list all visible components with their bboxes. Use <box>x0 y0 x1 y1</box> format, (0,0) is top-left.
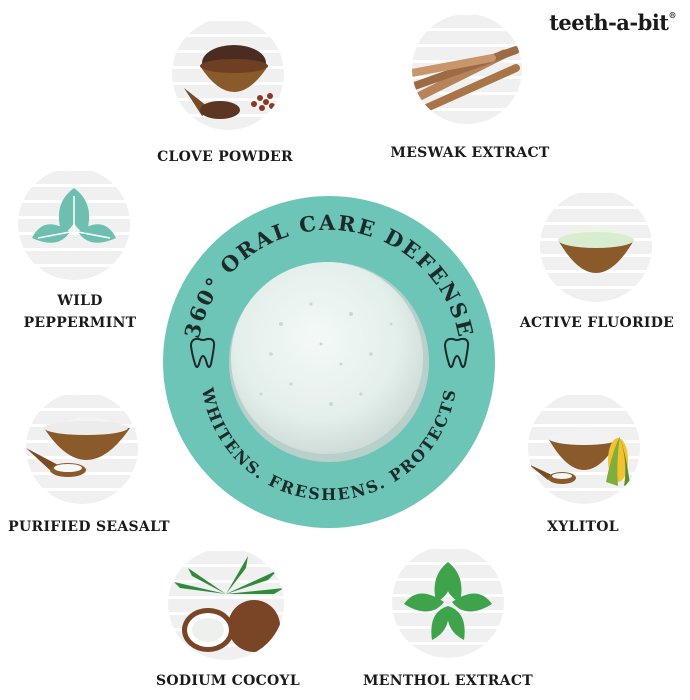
label-xylitol: XYLITOL <box>547 519 619 535</box>
label-active-fluoride: ACTIVE FLUORIDE <box>519 315 675 331</box>
label-menthol-extract: MENTHOL EXTRACT <box>362 673 534 689</box>
active-fluoride-image <box>540 190 652 302</box>
meswak-extract-image <box>412 14 522 124</box>
tablet <box>231 262 423 454</box>
label-meswak-extract: MESWAK EXTRACT <box>390 145 550 161</box>
label-peppermint: PEPPERMINT <box>23 315 137 331</box>
wild-peppermint-image <box>18 168 130 280</box>
label-clove-powder: CLOVE POWDER <box>157 149 293 165</box>
registered-mark: ® <box>668 10 677 20</box>
sodium-cocoyl-image <box>168 548 284 660</box>
tooth-icon-left <box>189 337 216 368</box>
label-wild-peppermint: WILD PEPPERMINT <box>0 290 160 334</box>
tablet-specks <box>259 302 393 406</box>
brand-logo: teeth-a-bit® <box>549 10 676 35</box>
clove-powder-image <box>172 18 284 130</box>
label-purified-seasalt: PURIFIED SEASALT <box>8 519 170 535</box>
xylitol-image <box>528 392 640 504</box>
brand-name: teeth-a-bit <box>549 10 669 35</box>
purified-seasalt-image <box>26 392 138 504</box>
tooth-icon-right <box>443 337 470 368</box>
label-wild: WILD <box>57 293 103 309</box>
menthol-extract-image <box>392 546 504 658</box>
oral-care-ring: 360° ORAL CARE DEFENSE WHITENS. FRESHENS… <box>163 196 495 528</box>
label-sodium-cocoyl: SODIUM COCOYL <box>156 673 300 689</box>
